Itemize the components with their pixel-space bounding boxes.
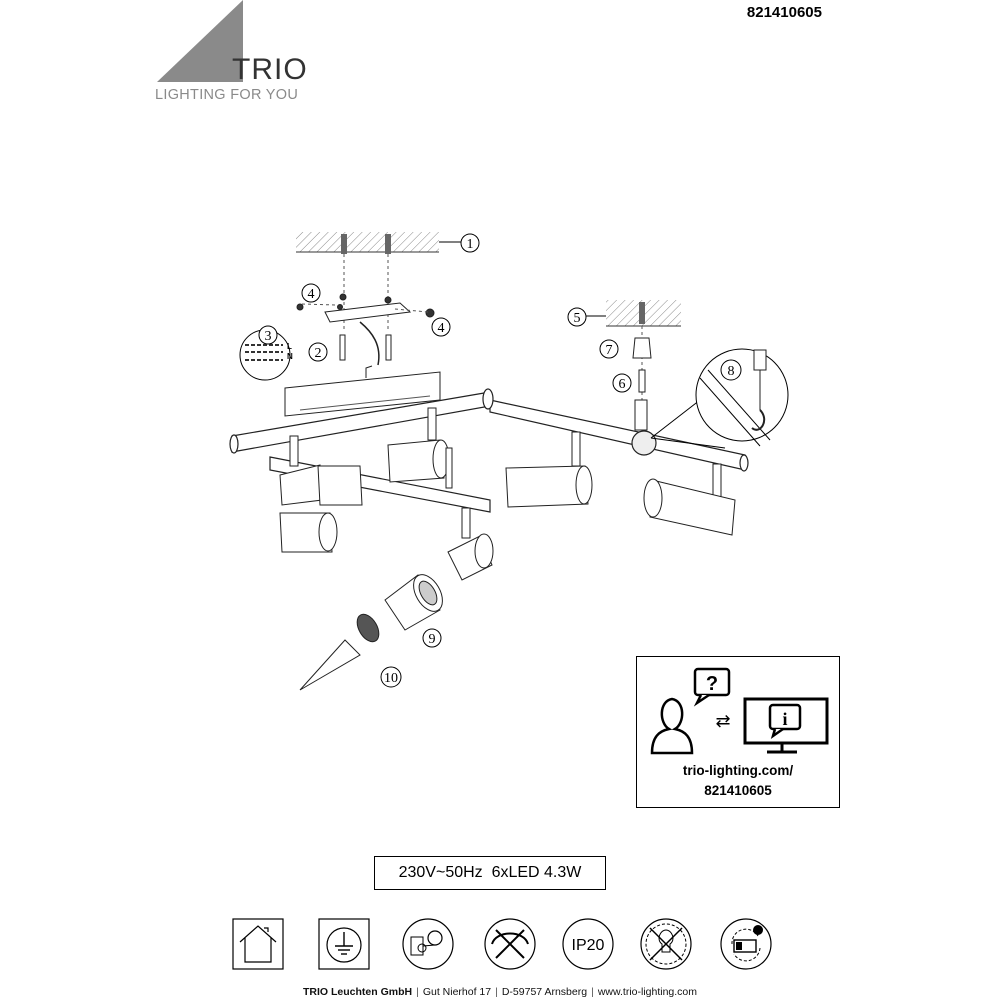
step-label-10: 10 [380, 666, 402, 688]
step-label-6: 6 [612, 373, 632, 393]
indoor-use-icon [232, 918, 284, 970]
step-label-4-right: 4 [431, 317, 451, 337]
step-label-1: 1 [460, 233, 480, 253]
svg-text:7: 7 [606, 343, 613, 358]
brand-tagline: LIGHTING FOR YOU [155, 87, 299, 103]
spot-head-2 [387, 407, 453, 489]
logo-triangle-icon [157, 0, 243, 82]
svg-text:5: 5 [574, 311, 581, 326]
electrical-spec: 230V~50Hz 6xLED 4.3W [374, 856, 606, 890]
svg-text:4: 4 [308, 287, 315, 302]
protection-class-icon [318, 918, 370, 970]
svg-text:8: 8 [728, 364, 735, 379]
footer-company: TRIO Leuchten GmbH [302, 986, 413, 998]
svg-text:9: 9 [429, 632, 436, 647]
mounting-bracket [296, 293, 435, 366]
svg-text:?: ? [706, 673, 718, 695]
exploded-spot [299, 574, 443, 691]
wire-label-n: N [287, 352, 293, 361]
step-label-7: 7 [599, 339, 619, 359]
spot-head-5 [279, 512, 338, 553]
step-label-5: 5 [567, 307, 587, 327]
info-url-line2[interactable]: 821410605 [704, 783, 772, 798]
hook-detail: 8 [650, 348, 789, 449]
recycling-icon [720, 918, 772, 970]
wire-label-l: L [287, 342, 292, 351]
svg-text:⇄: ⇄ [715, 711, 730, 731]
online-info-box: ? ⇄ i trio-lighting.com/ 821410605 [636, 656, 840, 808]
assembly-diagram: 1 4 4 2 L N 3 [229, 232, 789, 691]
svg-text:6: 6 [619, 377, 626, 392]
step-number: 1 [467, 237, 474, 252]
wiring-detail: L N 3 [239, 325, 293, 381]
step-label-4-left: 4 [301, 283, 321, 303]
spot-head-4 [643, 463, 736, 536]
footer-website[interactable]: www.trio-lighting.com [597, 986, 698, 998]
article-number: 821410605 [746, 4, 822, 21]
svg-text:10: 10 [384, 671, 398, 686]
spot-head-1 [279, 435, 363, 506]
footer-street: Gut Nierhof 17 [422, 986, 492, 998]
ceiling-block-right [585, 300, 681, 431]
info-url-line1[interactable]: trio-lighting.com/ [682, 763, 794, 778]
footer-city: D-59757 Arnsberg [501, 986, 588, 998]
ip-rating-label: IP20 [572, 937, 605, 954]
svg-text:i: i [782, 709, 787, 729]
spot-head-6 [447, 507, 494, 581]
svg-text:3: 3 [265, 329, 272, 344]
led-not-replaceable-icon [640, 918, 692, 970]
footer-address: TRIO Leuchten GmbH|Gut Nierhof 17|D-5975… [302, 986, 698, 998]
svg-text:4: 4 [438, 321, 445, 336]
not-dimmable-icon [484, 918, 536, 970]
spot-head-3 [505, 431, 593, 508]
online-help-icon: ? ⇄ i [650, 667, 829, 755]
step-label-2: 2 [308, 342, 328, 362]
trio-logo: TRIO LIGHTING FOR YOU [155, 0, 315, 110]
ceiling-block-left [296, 232, 462, 330]
lamp-type-icon [402, 918, 454, 970]
brand-name: TRIO [232, 53, 308, 86]
step-label-9: 9 [422, 628, 442, 648]
ip-rating-icon: IP20 [562, 918, 614, 970]
svg-text:2: 2 [315, 346, 322, 361]
